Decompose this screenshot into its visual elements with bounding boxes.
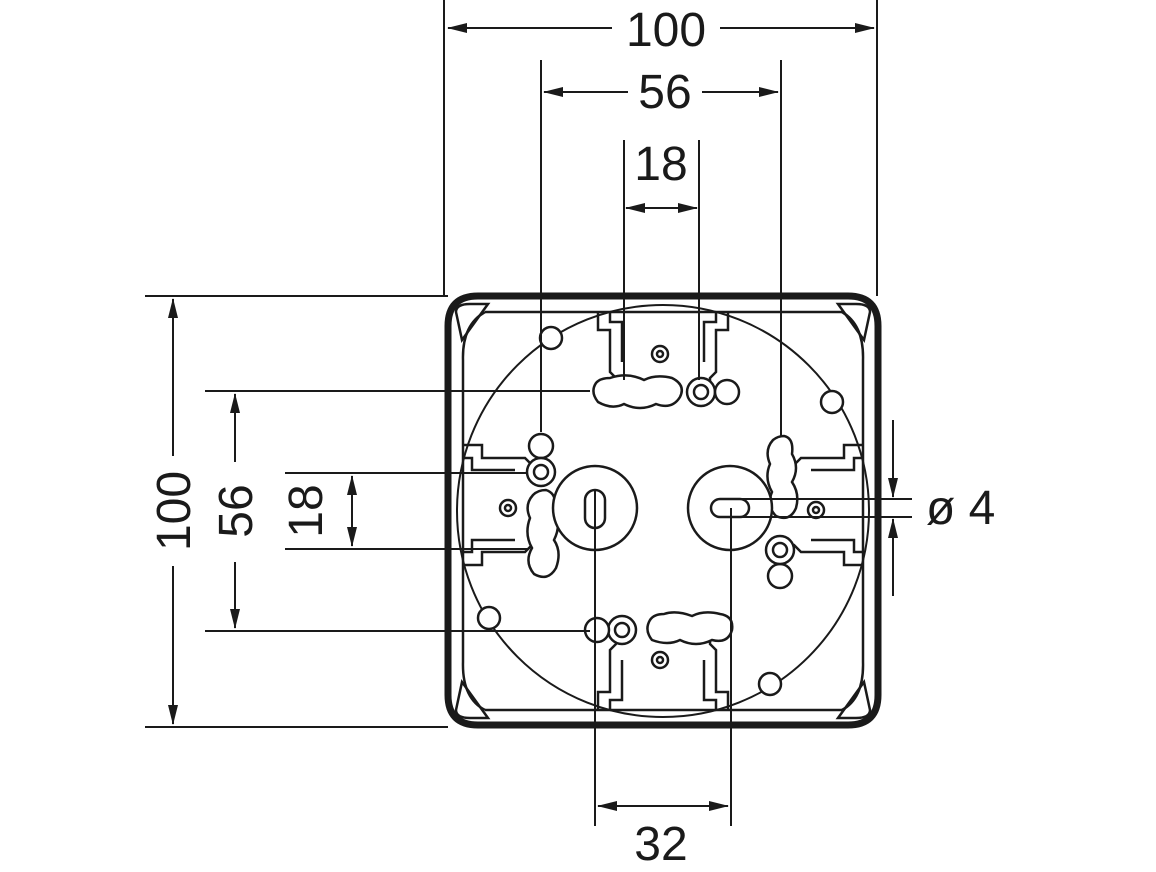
dim-width-inner: 18 — [634, 138, 687, 191]
dim-hole-diameter: ø 4 — [926, 482, 995, 535]
box-outline — [444, 292, 882, 729]
dim-width-middle: 56 — [638, 66, 691, 119]
dim-height-middle: 56 — [210, 484, 263, 537]
dim-width-overall: 100 — [626, 4, 706, 57]
right-clips — [764, 434, 863, 590]
dim-height-inner: 18 — [280, 484, 333, 537]
cable-entries — [551, 464, 774, 552]
dim-height-overall: 100 — [148, 471, 201, 551]
bottom-clips — [583, 611, 734, 710]
extension-lines — [145, 0, 912, 826]
fixing-holes — [476, 325, 845, 697]
dim-entry-spacing: 32 — [634, 818, 687, 867]
dimension-lines — [168, 23, 898, 811]
top-clips — [592, 312, 741, 410]
left-clips — [463, 432, 560, 579]
inner-circle — [456, 304, 870, 718]
